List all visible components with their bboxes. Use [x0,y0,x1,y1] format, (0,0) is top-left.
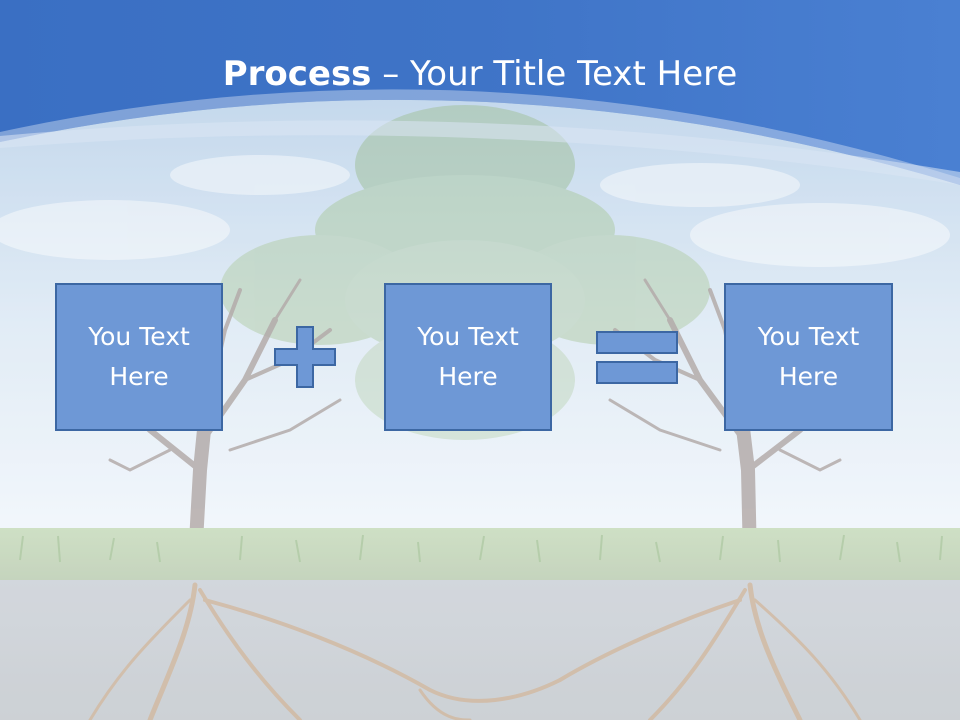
text-box-1[interactable]: You Text Here [55,283,223,431]
text-box-2-label: You Text Here [417,322,519,391]
title-bold: Process [222,54,372,94]
clouds [0,155,950,267]
text-box-2[interactable]: You Text Here [384,283,552,431]
grass-blades [19,534,943,563]
equals-icon[interactable] [596,331,678,384]
plus-icon[interactable] [274,326,336,388]
text-box-1-label: You Text Here [88,322,190,391]
roots [88,582,862,720]
slide-title[interactable]: Process – Your Title Text Here [0,52,960,96]
text-box-3-label: You Text Here [757,322,860,391]
title-rest: – Your Title Text Here [371,54,738,94]
text-box-3[interactable]: You Text Here [724,283,893,431]
